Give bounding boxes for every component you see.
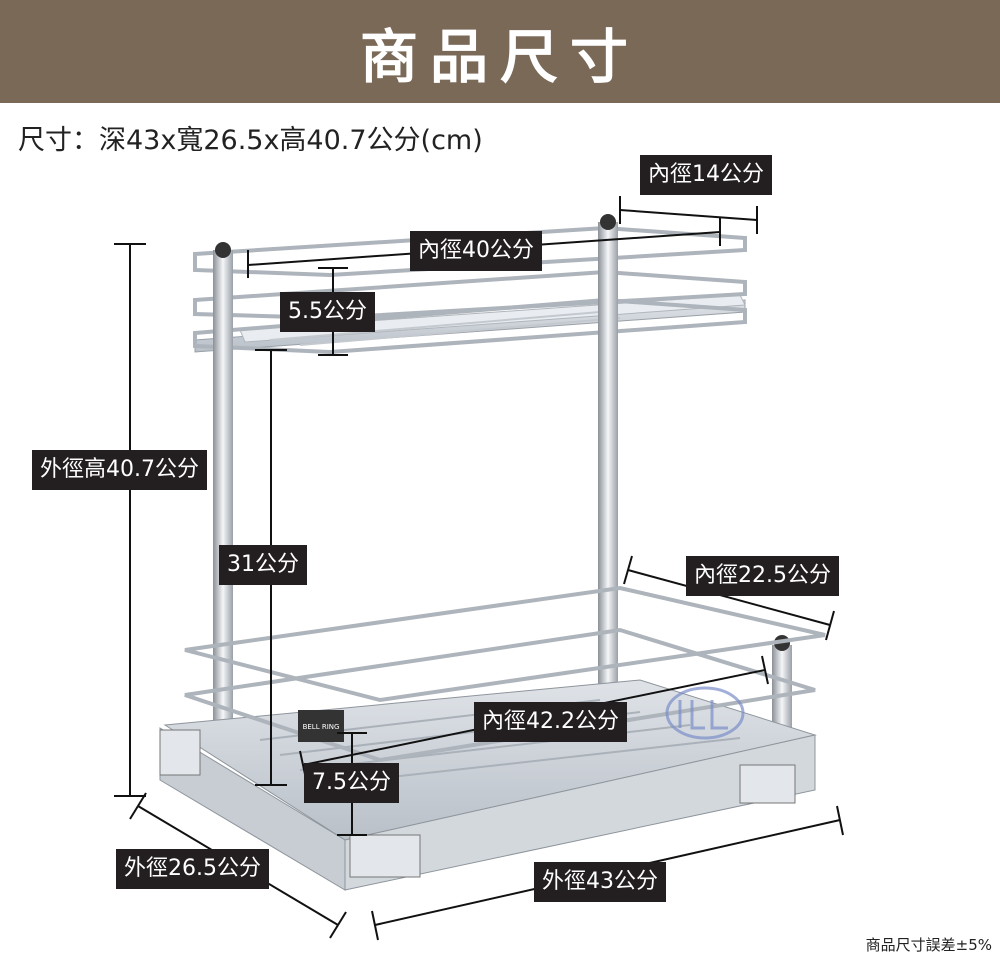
brand-badge-text: BELL RING [303, 723, 340, 731]
label-outer-43: 外徑43公分 [534, 862, 666, 902]
label-outer-26-5: 外徑26.5公分 [116, 849, 269, 889]
side-bracket [159, 729, 201, 776]
tolerance-note: 商品尺寸誤差±5% [865, 936, 992, 954]
label-inner-14: 內徑14公分 [640, 155, 772, 195]
label-inner-40: 內徑40公分 [410, 231, 542, 271]
front-left-post [213, 250, 233, 750]
label-depth-5-5: 5.5公分 [280, 292, 375, 332]
label-inner-22-5: 內徑22.5公分 [686, 556, 839, 596]
rear-bracket [739, 764, 796, 804]
label-depth-7-5: 7.5公分 [304, 763, 399, 803]
back-right-post [598, 222, 618, 692]
brand-badge [298, 710, 344, 742]
label-gap-31: 31公分 [219, 545, 307, 585]
brand-watermark [665, 686, 745, 740]
title-banner: 商品尺寸 [0, 0, 1000, 103]
upper-shelf-slats [269, 311, 621, 346]
dimension-spec: 尺寸：深43x寬26.5x高40.7公分(cm) [18, 125, 483, 156]
label-outer-height: 外徑高40.7公分 [32, 450, 207, 490]
label-inner-42-2: 內徑42.2公分 [474, 702, 627, 742]
front-bracket [349, 834, 421, 878]
page-title: 商品尺寸 [359, 22, 640, 91]
